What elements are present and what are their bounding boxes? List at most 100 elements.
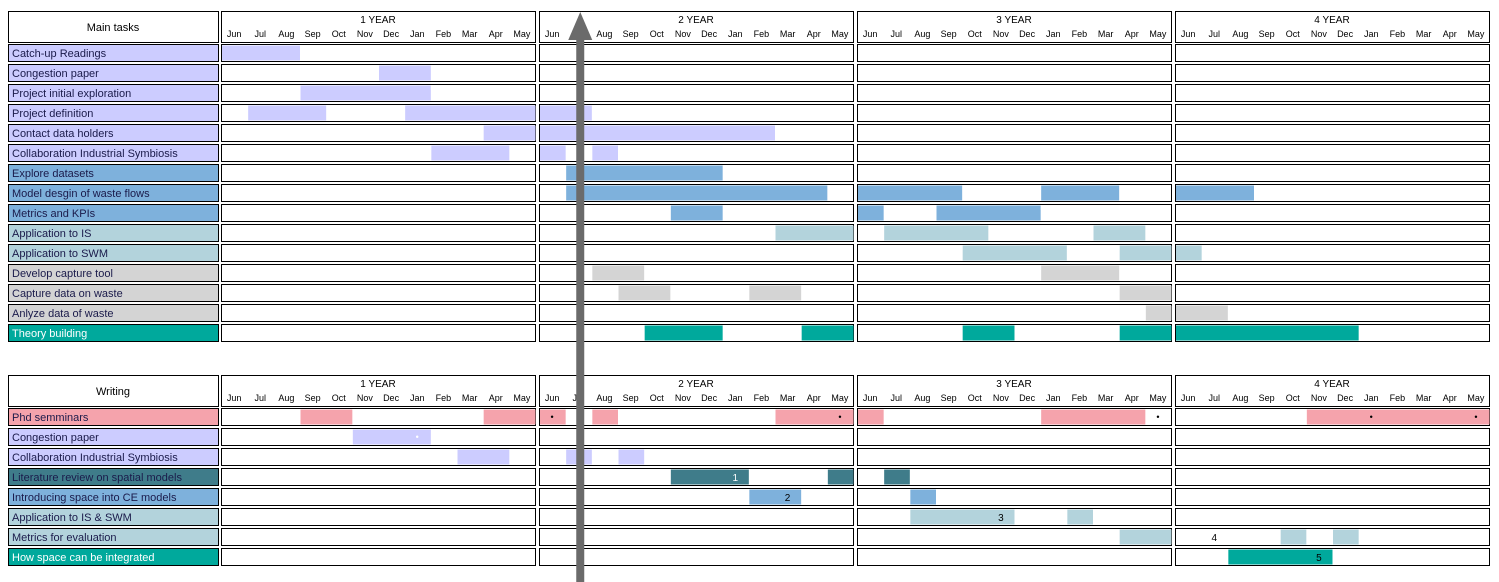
row-track bbox=[857, 488, 1172, 506]
task-bar bbox=[858, 205, 884, 221]
year-label: 4 YEAR bbox=[1314, 15, 1349, 26]
row-track bbox=[1175, 224, 1490, 242]
month-label: May bbox=[1149, 393, 1167, 403]
year-header-cell bbox=[857, 375, 1172, 407]
task-name: Model desgin of waste flows bbox=[12, 188, 150, 200]
row-track bbox=[221, 64, 536, 82]
row-track bbox=[857, 164, 1172, 182]
task-name: Develop capture tool bbox=[12, 268, 113, 280]
task-bar bbox=[644, 325, 723, 341]
row-track bbox=[1175, 468, 1490, 486]
row-track bbox=[539, 428, 854, 446]
year-header-cell bbox=[1175, 375, 1490, 407]
milestone-mark: • bbox=[1474, 412, 1477, 422]
row-track bbox=[857, 144, 1172, 162]
milestone-mark: • bbox=[1156, 412, 1159, 422]
row-track bbox=[221, 488, 536, 506]
month-label: Apr bbox=[807, 393, 821, 403]
month-label: May bbox=[513, 393, 531, 403]
month-label: Apr bbox=[1125, 29, 1139, 39]
month-label: Dec bbox=[383, 29, 400, 39]
year-header-cell bbox=[857, 11, 1172, 43]
month-label: Aug bbox=[1232, 29, 1248, 39]
task-bar bbox=[749, 489, 802, 505]
task-bar bbox=[884, 225, 989, 241]
month-label: Mar bbox=[1416, 29, 1432, 39]
task-bar bbox=[248, 105, 327, 121]
task-label-cell bbox=[8, 84, 219, 102]
month-label: Dec bbox=[1337, 393, 1354, 403]
task-bar bbox=[222, 45, 300, 61]
row-track bbox=[539, 284, 854, 302]
row-track bbox=[539, 144, 854, 162]
task-bar bbox=[483, 409, 536, 425]
row-track bbox=[539, 64, 854, 82]
task-bar bbox=[884, 469, 910, 485]
row-track bbox=[221, 184, 536, 202]
task-label-cell bbox=[8, 428, 219, 446]
task-name: Collaboration Industrial Symbiosis bbox=[12, 148, 178, 160]
task-bar bbox=[1041, 409, 1146, 425]
task-bar bbox=[592, 265, 645, 281]
month-label: Jun bbox=[545, 393, 560, 403]
month-label: Nov bbox=[993, 29, 1010, 39]
task-name: Explore datasets bbox=[12, 168, 94, 180]
month-label: Mar bbox=[1098, 393, 1114, 403]
task-bar bbox=[910, 509, 1015, 525]
month-label: Sep bbox=[1259, 393, 1275, 403]
year-label: 2 YEAR bbox=[678, 379, 713, 390]
month-label: Nov bbox=[357, 393, 374, 403]
task-label-cell bbox=[8, 548, 219, 566]
task-name: Phd semminars bbox=[12, 412, 89, 424]
row-track bbox=[1175, 304, 1490, 322]
task-bar bbox=[1119, 325, 1172, 341]
month-label: Sep bbox=[623, 29, 639, 39]
task-bar bbox=[962, 325, 1015, 341]
row-track bbox=[1175, 488, 1490, 506]
row-track bbox=[1175, 448, 1490, 466]
task-name: Application to SWM bbox=[12, 248, 108, 260]
task-bar bbox=[405, 105, 536, 121]
month-label: Jul bbox=[254, 393, 266, 403]
task-bar bbox=[962, 245, 1067, 261]
month-label: Jan bbox=[410, 393, 425, 403]
month-label: Feb bbox=[1072, 29, 1088, 39]
row-track bbox=[221, 284, 536, 302]
row-track bbox=[857, 468, 1172, 486]
task-name: Application to IS bbox=[12, 228, 92, 240]
deliverable-number: 3 bbox=[998, 513, 1004, 524]
month-label: Jan bbox=[1046, 29, 1061, 39]
row-track bbox=[857, 448, 1172, 466]
year-header-cell bbox=[539, 375, 854, 407]
row-track bbox=[857, 64, 1172, 82]
task-bar bbox=[1067, 509, 1093, 525]
month-label: Aug bbox=[914, 29, 930, 39]
milestone-mark: • bbox=[551, 412, 554, 422]
row-track bbox=[1175, 264, 1490, 282]
month-label: Jul bbox=[1208, 29, 1220, 39]
section-header-cell bbox=[8, 11, 219, 43]
year-label: 1 YEAR bbox=[360, 15, 395, 26]
milestone-mark: • bbox=[1370, 412, 1373, 422]
task-name: How space can be integrated bbox=[12, 552, 154, 564]
task-bar bbox=[1176, 305, 1228, 321]
row-track bbox=[221, 548, 536, 566]
task-bar bbox=[858, 409, 884, 425]
milestone-mark: • bbox=[838, 412, 841, 422]
task-label-cell bbox=[8, 164, 219, 182]
month-label: Dec bbox=[1019, 393, 1036, 403]
row-track bbox=[221, 164, 536, 182]
month-label: Mar bbox=[1098, 29, 1114, 39]
row-track bbox=[539, 548, 854, 566]
task-bar bbox=[1041, 185, 1120, 201]
year-label: 3 YEAR bbox=[996, 379, 1031, 390]
month-label: Mar bbox=[462, 29, 478, 39]
today-marker-arrow bbox=[568, 12, 593, 40]
month-label: Dec bbox=[1019, 29, 1036, 39]
month-label: Aug bbox=[596, 393, 612, 403]
month-label: Sep bbox=[941, 29, 957, 39]
month-label: Sep bbox=[1259, 29, 1275, 39]
deliverable-number: 4 bbox=[1211, 533, 1217, 544]
task-bar bbox=[801, 325, 854, 341]
